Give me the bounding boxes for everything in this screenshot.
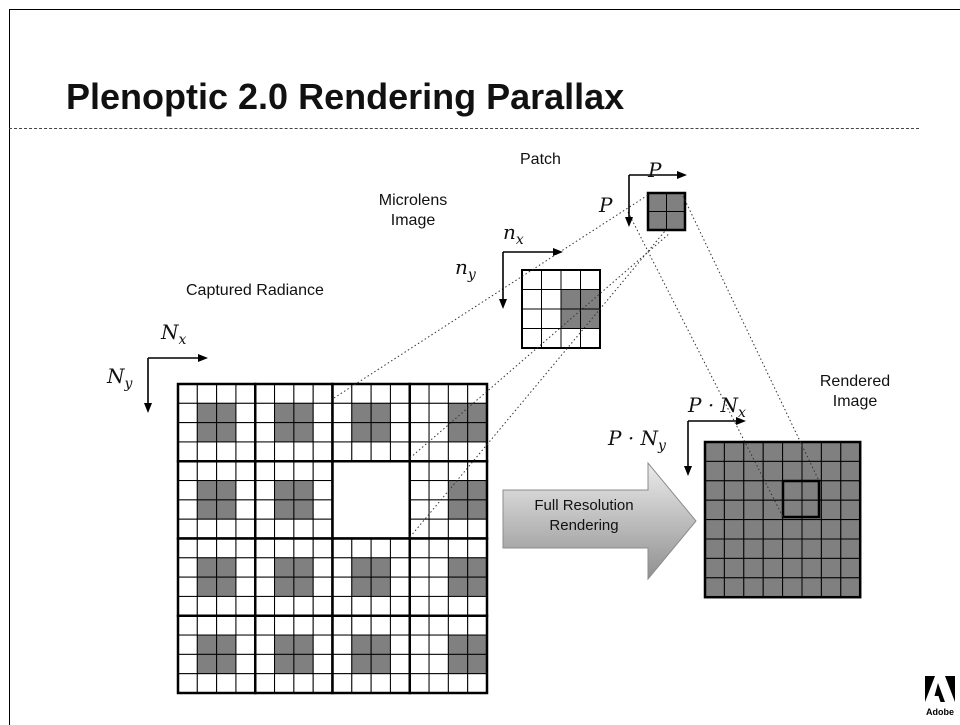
patch-size-p-y: P xyxy=(599,193,613,217)
full-resolution-arrow xyxy=(502,461,697,581)
captured-block xyxy=(176,460,257,540)
patch-label: Patch xyxy=(520,151,561,168)
P-Ny-label: P · Ny xyxy=(608,426,666,454)
captured-radiance-grid xyxy=(176,382,489,695)
patch-size-p-x: P xyxy=(648,158,662,182)
Nx-label: Nx xyxy=(161,320,187,348)
rendered-image-label: Rendered Image xyxy=(819,373,891,410)
svg-text:Adobe: Adobe xyxy=(926,707,954,717)
projection-line xyxy=(627,211,784,518)
microlens-image-grid xyxy=(521,269,601,349)
captured-block xyxy=(331,382,411,463)
patch-axes xyxy=(625,171,687,227)
captured-block xyxy=(408,614,489,695)
rendered-patch-highlight xyxy=(781,479,821,519)
captured-block xyxy=(254,460,334,540)
rendered-block xyxy=(703,440,862,599)
Ny-label: Ny xyxy=(107,364,133,392)
adobe-logo: Adobe xyxy=(925,676,955,717)
captured-block xyxy=(254,537,334,617)
captured-block xyxy=(254,614,334,695)
captured-block xyxy=(331,614,411,695)
projection-lines xyxy=(333,194,820,538)
captured-block xyxy=(176,537,257,617)
axis-arrows xyxy=(144,171,746,476)
captured-radiance-label: Captured Radiance xyxy=(186,282,324,299)
projection-line xyxy=(409,232,671,459)
nx-label: nx xyxy=(503,220,524,248)
patch-grid xyxy=(646,191,687,232)
title-divider xyxy=(9,128,919,129)
full-resolution-rendering-label: Full Resolution Rendering xyxy=(534,497,634,534)
captured-block xyxy=(176,614,257,695)
P-Nx-label: P · Nx xyxy=(688,393,746,421)
slide-title: Plenoptic 2.0 Rendering Parallax xyxy=(66,76,625,117)
microlens-label: Microlens Image xyxy=(378,192,448,229)
captured-block xyxy=(176,382,257,463)
microlens-axes xyxy=(499,248,563,309)
captured-block xyxy=(331,537,411,617)
captured-axes xyxy=(144,354,208,413)
microlens-block xyxy=(521,269,601,349)
projection-line xyxy=(682,195,820,482)
patch-block xyxy=(646,191,687,232)
captured-block-empty xyxy=(331,460,411,540)
rendered-image-grid xyxy=(703,440,862,599)
captured-block xyxy=(254,382,334,463)
captured-block xyxy=(408,460,489,540)
captured-block xyxy=(408,537,489,617)
captured-block xyxy=(408,382,489,463)
ny-label: ny xyxy=(455,255,476,283)
slide-frame xyxy=(9,9,960,725)
rendered-axes xyxy=(684,417,746,476)
